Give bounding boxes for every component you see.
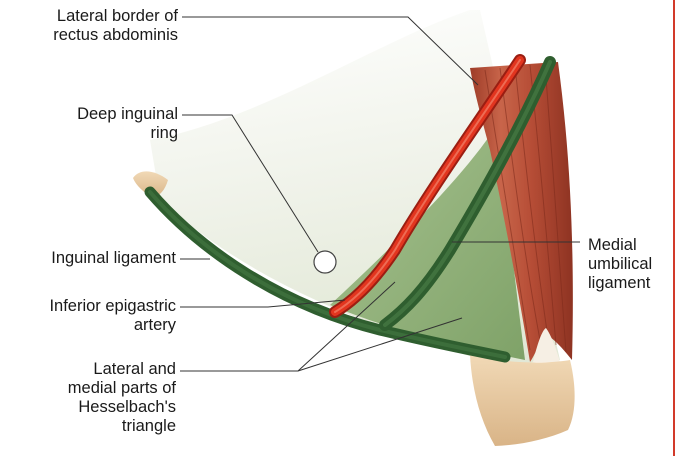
label-deep-inguinal-ring: Deep inguinal ring xyxy=(0,105,178,143)
deep-inguinal-ring xyxy=(314,251,336,273)
label-lateral-border-rectus: Lateral border of rectus abdominis xyxy=(0,7,178,45)
pubic-bone xyxy=(470,355,575,446)
label-inferior-epigastric-artery: Inferior epigastric artery xyxy=(0,297,176,335)
label-hesselbach-triangle: Lateral and medial parts of Hesselbach's… xyxy=(0,360,176,436)
label-inguinal-ligament: Inguinal ligament xyxy=(0,249,176,268)
label-medial-umbilical-ligament: Medial umbilical ligament xyxy=(588,236,672,293)
